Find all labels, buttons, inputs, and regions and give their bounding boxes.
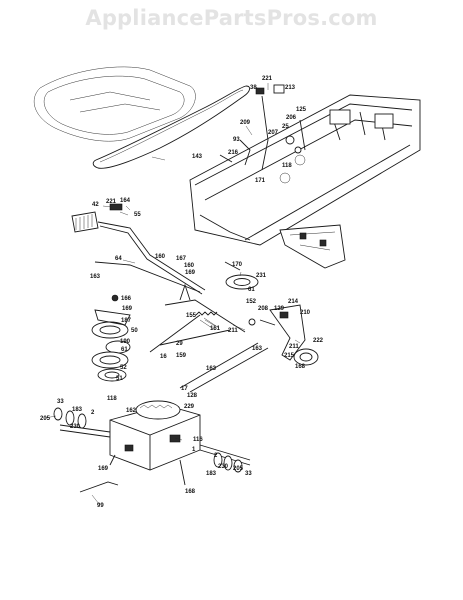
callout-229: 229	[184, 404, 195, 410]
leader-lines	[44, 83, 301, 505]
callout-93: 93	[233, 137, 240, 143]
callout-61-b: 61	[121, 347, 128, 353]
callout-230-b: 230	[218, 464, 229, 470]
callout-2: 2	[91, 410, 95, 416]
callout-160-b: 160	[184, 263, 195, 269]
callout-222: 222	[313, 338, 324, 344]
callout-210: 210	[300, 310, 311, 316]
callout-168: 168	[295, 364, 306, 370]
callout-171: 171	[255, 178, 266, 184]
callout-164: 164	[120, 198, 131, 204]
callout-206: 206	[286, 115, 297, 121]
callout-167: 167	[176, 256, 187, 262]
callout-99: 99	[97, 503, 104, 509]
callout-205-b: 205	[233, 466, 244, 472]
callout-166: 166	[121, 296, 132, 302]
right-pulley	[224, 261, 259, 290]
watermark-text: AppliancePartsPros.com	[85, 6, 378, 30]
callout-221-b: 221	[106, 199, 117, 205]
left-pulleys	[91, 294, 131, 382]
callout-61: 61	[248, 287, 255, 293]
callout-230: 230	[70, 424, 81, 430]
callout-208: 208	[258, 306, 269, 312]
callout-170: 170	[232, 262, 243, 268]
callout-161: 161	[210, 326, 221, 332]
callout-163-c: 163	[206, 366, 217, 372]
callout-209: 209	[240, 120, 251, 126]
callout-2-b: 2	[214, 453, 218, 459]
callout-211: 211	[228, 328, 238, 334]
side-bracket	[279, 224, 346, 269]
brake-pedal	[259, 304, 319, 366]
callout-213: 213	[285, 85, 296, 91]
callout-169: 169	[185, 270, 196, 276]
control-rod	[79, 481, 119, 493]
chassis-frame	[189, 94, 421, 246]
callout-55: 55	[134, 212, 141, 218]
callout-152: 152	[246, 299, 257, 305]
callout-118-b: 118	[107, 396, 117, 402]
callout-16: 16	[160, 354, 167, 360]
callout-231: 231	[256, 273, 267, 279]
callout-169-b: 169	[122, 306, 133, 312]
callout-211-b: 211	[289, 344, 299, 350]
callout-183: 183	[72, 407, 83, 413]
callout-17: 17	[181, 386, 188, 392]
seat-pan	[33, 66, 196, 142]
callout-159: 159	[176, 353, 187, 359]
callout-50: 50	[131, 328, 138, 334]
linkage-rods	[149, 283, 269, 393]
callout-33-b: 33	[245, 471, 252, 477]
callout-143: 143	[192, 154, 203, 160]
callout-162: 162	[126, 408, 137, 414]
steering-shaft	[71, 203, 206, 295]
callout-183-b: 183	[206, 471, 217, 477]
callout-155: 155	[186, 313, 197, 319]
callout-215: 215	[284, 353, 295, 359]
callout-160: 160	[155, 254, 166, 260]
callout-51: 51	[116, 376, 123, 382]
callout-169-c: 169	[98, 466, 109, 472]
callout-1: 1	[192, 447, 196, 453]
callout-33: 33	[57, 399, 64, 405]
top-linkage	[219, 84, 302, 171]
callout-38: 38	[250, 85, 257, 91]
callout-116: 116	[193, 437, 203, 443]
callout-125: 125	[296, 107, 307, 113]
callout-207: 207	[268, 130, 279, 136]
transaxle	[53, 400, 251, 486]
callout-118: 118	[282, 163, 292, 169]
callout-163-b: 163	[252, 346, 263, 352]
callout-221: 221	[262, 76, 273, 82]
callout-168-b: 168	[185, 489, 196, 495]
callout-216: 216	[228, 150, 239, 156]
callout-29: 29	[176, 341, 183, 347]
callout-214: 214	[288, 299, 299, 305]
drive-belt	[92, 85, 251, 169]
callout-190: 190	[120, 339, 131, 345]
callout-64: 64	[115, 256, 122, 262]
callout-52: 52	[120, 365, 127, 371]
callout-42: 42	[92, 202, 99, 208]
callout-205: 205	[40, 416, 51, 422]
callout-187: 187	[121, 318, 132, 324]
callout-labels: 221 213 38 209 93 207 206 125 25 143 216…	[40, 76, 324, 509]
callout-128: 128	[187, 393, 198, 399]
callout-163: 163	[90, 274, 101, 280]
callout-25: 25	[282, 124, 289, 130]
callout-129: 129	[274, 306, 285, 312]
